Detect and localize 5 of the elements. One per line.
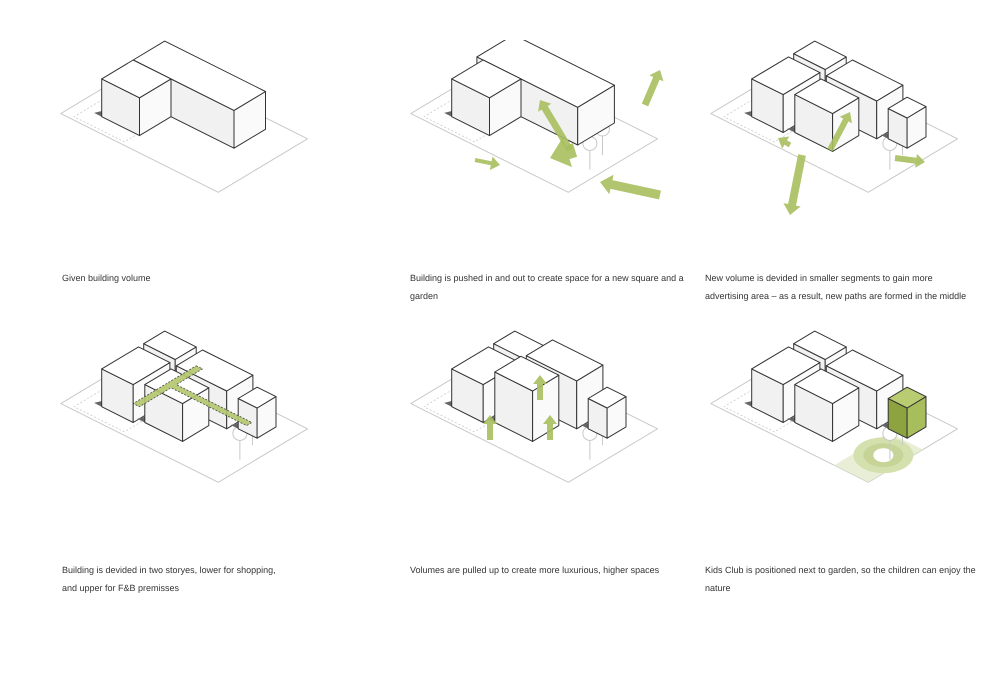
caption: Kids Club is positioned next to garden, so the children can enjoy the nature: [705, 564, 977, 595]
caption: Building is devided in two storyes, lower for shopping, and upper for F&B premisses: [62, 564, 277, 595]
caption: Volumes are pulled up to create more luxurious, higher spaces: [410, 564, 660, 577]
caption: Given building volume: [62, 272, 151, 285]
caption: New volume is devided in smaller segments to gain more advertising area – as a result, new paths are formed in the middle: [705, 272, 968, 303]
